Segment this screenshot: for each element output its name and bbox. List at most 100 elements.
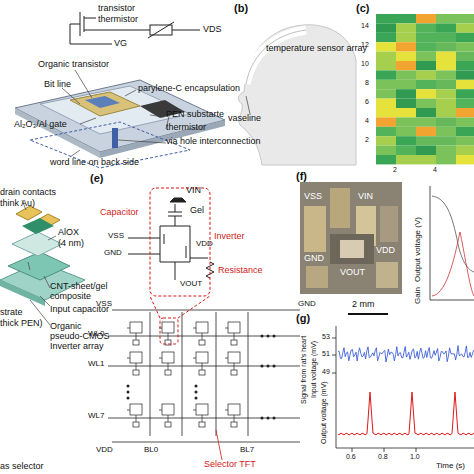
heatmap-cell (376, 89, 396, 98)
scale-label: 2 mm (352, 300, 375, 310)
inverter-cell (193, 352, 208, 375)
panel-label: (c) (356, 2, 369, 14)
inverter-cell (225, 322, 240, 345)
heatmap-cell (396, 80, 416, 89)
heatmap-cell (416, 42, 436, 51)
heatmap-cell (376, 146, 396, 155)
part-label: thick PEN) (0, 319, 43, 329)
inverter-cell (159, 352, 174, 375)
heatmap-cell (396, 146, 416, 155)
callout-label: Selector TFT (204, 460, 256, 470)
heatmap-cell (436, 89, 456, 98)
heatmap-cell (396, 61, 416, 70)
pad-label: GND (304, 254, 324, 264)
inverter-cell (159, 404, 174, 427)
pad-label: VSS (304, 192, 322, 202)
axis-title: Signal from rat's heart (300, 336, 308, 404)
heatmap-cell (416, 23, 436, 32)
heatmap-cell (436, 42, 456, 51)
heatmap-cell (436, 33, 456, 42)
heatmap-cell (376, 99, 396, 108)
heatmap-cell (396, 52, 416, 61)
inverter-cell (193, 404, 208, 427)
signal-label: WL7 (88, 412, 104, 421)
heatmap-cell (416, 80, 436, 89)
heatmap-cell (396, 117, 416, 126)
heatmap-cell (396, 127, 416, 136)
panel-label: (f) (296, 170, 307, 182)
axis-title: Gain (414, 287, 423, 304)
heatmap-cell (456, 108, 474, 117)
heatmap-cell (376, 61, 396, 70)
heatmap-cell (396, 108, 416, 117)
part-label: thermistor (166, 123, 206, 133)
heatmap-cell (436, 155, 456, 164)
component-label: thermistor (98, 15, 138, 25)
ellipsis-dots (127, 335, 276, 420)
heatmap-cell (376, 42, 396, 51)
axis-tick: 0.8 (378, 453, 388, 461)
heatmap-cell (416, 108, 436, 117)
axis-title: Input voltage (mV) (310, 341, 318, 398)
heatmap-cell (396, 33, 416, 42)
heatmap-cell (436, 23, 456, 32)
heatmap-cell (456, 70, 474, 79)
inverter-cell (127, 352, 142, 375)
heatmap-cell (456, 52, 474, 61)
heatmap-cell (396, 23, 416, 32)
signal-label: VSS (108, 232, 124, 241)
heatmap-cell (416, 89, 436, 98)
pad-label: VIN (358, 192, 373, 202)
signal-label: VDD (196, 240, 213, 249)
heatmap-cell (416, 33, 436, 42)
heatmap-cell (436, 146, 456, 155)
pad-label: VOUT (340, 268, 365, 278)
part-label: word line on back side (50, 158, 139, 168)
heatmap-cell (456, 99, 474, 108)
terminal-label: VG (114, 39, 127, 49)
heatmap-cell (456, 33, 474, 42)
zoom-line (150, 296, 160, 318)
inverter-cell (193, 322, 208, 345)
axis-tick: 51 (322, 350, 330, 358)
terminal-label: VDS (203, 25, 222, 35)
heatmap-cell (436, 108, 456, 117)
panel-label: (e) (90, 172, 103, 184)
heatmap-cell (376, 80, 396, 89)
heatmap-cell (416, 117, 436, 126)
part-label: Gel (190, 206, 204, 216)
heatmap-cell (396, 42, 416, 51)
signal-label: WL0 (88, 330, 104, 339)
heatmap-cell (396, 155, 416, 164)
heatmap-cell (436, 52, 456, 61)
array-wires (108, 310, 300, 442)
heatmap-cell (456, 117, 474, 126)
part-label: via hole interconnection (166, 137, 261, 147)
heatmap-cell (456, 80, 474, 89)
heatmap-cell (456, 14, 474, 23)
cell-highlight (160, 318, 178, 344)
heatmap-cell (376, 127, 396, 136)
signal-label: WL1 (88, 360, 104, 369)
heatmap-cell (436, 136, 456, 145)
axis-tick: 8 (365, 79, 369, 87)
heatmap-cell (376, 155, 396, 164)
axis-tick: 2 (365, 136, 369, 144)
heatmap-cell (396, 89, 416, 98)
axis-tick: 4 (365, 117, 369, 125)
callout-label: Capacitor (100, 208, 139, 218)
axis-tick: 49 (322, 368, 330, 376)
pixel-circuit (70, 12, 200, 44)
heatmap-cell (456, 155, 474, 164)
axis-title: Output voltage (mV) (320, 381, 328, 444)
signal-label: VIN (186, 186, 201, 196)
heatmap-cell (456, 127, 474, 136)
heatmap-cell (396, 99, 416, 108)
signal-axes (332, 326, 474, 452)
part-label: parylene-C encapsulation (138, 84, 240, 94)
heatmap-cell (396, 70, 416, 79)
heatmap-cell (376, 136, 396, 145)
heatmap-cell (416, 61, 436, 70)
part-label: Al₂O₃/Al gate (14, 120, 67, 130)
heatmap-cell (416, 155, 436, 164)
